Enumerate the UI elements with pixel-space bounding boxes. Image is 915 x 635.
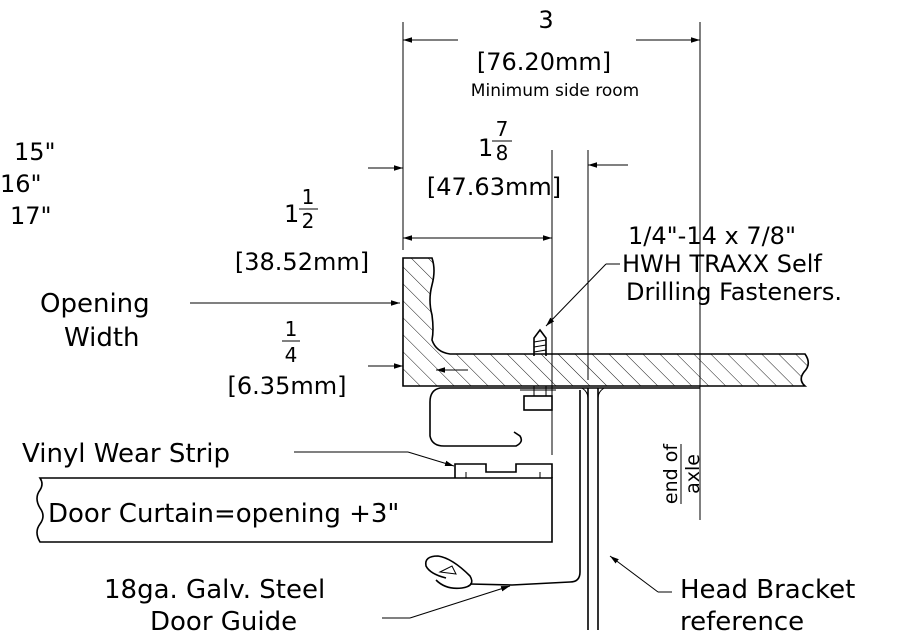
- steel-angle-section: [402, 257, 810, 387]
- head-bracket: [508, 387, 700, 630]
- end-of-axle-label: end of axle: [660, 443, 704, 504]
- door-guide-label-line2: Door Guide: [150, 607, 297, 635]
- angle-width-metric: [38.52mm]: [235, 248, 369, 276]
- min-side-room-metric: [76.20mm]: [477, 48, 611, 76]
- angle-width-whole: 1: [284, 200, 299, 228]
- angle-thickness-denominator: 4: [285, 343, 298, 367]
- door-curtain: Door Curtain=opening +3": [36, 477, 553, 543]
- opening-width-label-line1: Opening: [40, 289, 150, 319]
- bracket-offset-numerator: 7: [496, 117, 509, 141]
- head-bracket-label-line1: Head Bracket: [680, 575, 855, 605]
- opening-width-callout: Opening Width: [40, 289, 400, 353]
- wear-strip-label: Vinyl Wear Strip: [22, 439, 230, 469]
- angle-width-denominator: 2: [302, 209, 315, 233]
- bracket-offset-metric: [47.63mm]: [427, 173, 561, 201]
- fastener: [520, 328, 556, 411]
- vinyl-wear-strip: Vinyl Wear Strip: [22, 439, 553, 478]
- angle-width-numerator: 1: [302, 185, 315, 209]
- angle-thickness-dimension: 1 4 [6.35mm]: [228, 317, 468, 400]
- angle-thickness-numerator: 1: [285, 317, 298, 341]
- door-curtain-label: Door Curtain=opening +3": [48, 499, 399, 529]
- head-bracket-callout: Head Bracket reference: [609, 555, 855, 635]
- fastener-callout: 1/4"-14 x 7/8" HWH TRAXX Self Drilling F…: [545, 222, 842, 327]
- wear-strip-retainer: [429, 387, 523, 447]
- size-15: 15": [14, 138, 56, 166]
- size-16: 16": [0, 170, 42, 198]
- door-guide: 18ga. Galv. Steel Door Guide: [104, 390, 581, 635]
- door-guide-label-line1: 18ga. Galv. Steel: [104, 575, 325, 605]
- head-bracket-label-line2: reference: [680, 607, 804, 635]
- min-side-room-caption: Minimum side room: [471, 81, 639, 101]
- min-side-room-dimension: 3 [76.20mm] Minimum side room: [402, 6, 701, 520]
- opening-width-label-line2: Width: [64, 323, 140, 353]
- size-17: 17": [10, 202, 52, 230]
- min-side-room-value: 3: [538, 6, 553, 34]
- fastener-label-line1: 1/4"-14 x 7/8": [628, 222, 796, 250]
- end-of-axle-line2: axle: [682, 454, 704, 494]
- fastener-label-line3: Drilling Fasteners.: [626, 278, 842, 306]
- fastener-label-line2: HWH TRAXX Self: [622, 250, 822, 278]
- angle-thickness-metric: [6.35mm]: [228, 372, 347, 400]
- bracket-offset-whole: 1: [478, 134, 493, 162]
- angle-width-dimension: 1 1 2 [38.52mm]: [235, 165, 552, 276]
- end-of-axle-line1: end of: [660, 443, 682, 504]
- bracket-offset-denominator: 8: [496, 141, 509, 165]
